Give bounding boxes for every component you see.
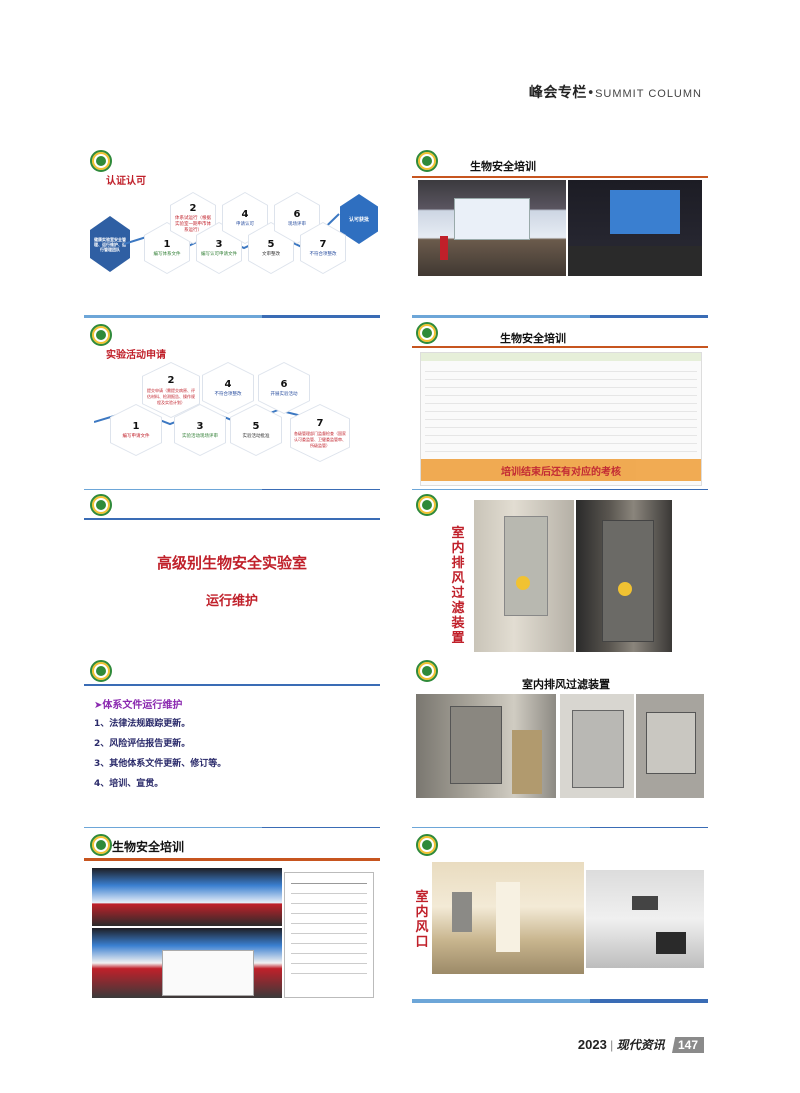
slide-system-docs: ➤体系文件运行维护 1、法律法规跟踪更新。 2、风险评估报告更新。 3、其他体系… bbox=[84, 656, 380, 831]
exhaust-cabinet-photo bbox=[560, 694, 634, 798]
start-node-label: 健康实验室安全管理、运行维护、运行管理团队 bbox=[94, 236, 126, 252]
end-node: 认可获批 bbox=[340, 194, 378, 244]
table-header-row bbox=[421, 353, 701, 361]
magazine-name: 现代资讯 bbox=[616, 1038, 665, 1052]
slide-training-exam: 生物安全培训 培训结束后还有对应的考核 bbox=[412, 318, 708, 493]
section-subtitle: 运行维护 bbox=[205, 594, 258, 609]
slide-maintenance-title: 高级别生物安全实验室 运行维护 bbox=[84, 490, 380, 665]
page-number: 147 bbox=[671, 1037, 704, 1053]
exam-banner: 培训结束后还有对应的考核 bbox=[421, 459, 701, 481]
slide-exhaust-filter-2: 室内排风过滤装置 bbox=[412, 656, 708, 831]
slide-air-outlet: 室内风口 bbox=[412, 828, 708, 1003]
projector-screen-blue bbox=[610, 190, 680, 234]
institute-logo-icon bbox=[416, 150, 438, 172]
issue-year: 2023 bbox=[577, 1037, 607, 1052]
exhaust-device-photo-2 bbox=[576, 500, 672, 652]
slide-title: 生物安全培训 bbox=[470, 160, 536, 173]
institute-logo-icon bbox=[416, 322, 438, 344]
exam-record-table: 培训结束后还有对应的考核 bbox=[420, 352, 702, 486]
projector-screen bbox=[454, 198, 530, 240]
section-title: 高级别生物安全实验室 bbox=[156, 554, 307, 572]
slide-title: 认证认可 bbox=[106, 176, 146, 187]
end-node-label: 认可获批 bbox=[348, 216, 369, 223]
header-separator: • bbox=[586, 86, 596, 101]
list-item: 3、其他体系文件更新、修订等。 bbox=[94, 759, 227, 769]
table-row bbox=[425, 429, 697, 436]
table-row bbox=[425, 421, 697, 428]
institute-logo-icon bbox=[90, 150, 112, 172]
slide-title: 室内排风过滤装置 bbox=[522, 678, 610, 691]
doorway bbox=[512, 730, 542, 794]
vertical-title: 室内风口 bbox=[415, 890, 429, 950]
slide-training-photos: 生物安全培训 bbox=[412, 144, 708, 319]
page-footer: 2023 | 现代资讯 147 bbox=[578, 1036, 704, 1053]
exhaust-device-photo-1 bbox=[474, 500, 574, 652]
ceiling-vent-photo bbox=[586, 870, 704, 968]
exhaust-wall-photo bbox=[416, 694, 556, 798]
column-name-cn: 峰会专栏 bbox=[528, 85, 587, 101]
list-item: 4、培训、宣贯。 bbox=[94, 779, 164, 789]
list-item: 1、法律法规跟踪更新。 bbox=[94, 719, 191, 729]
training-signin-form bbox=[284, 872, 374, 998]
air-vent bbox=[632, 896, 658, 910]
table-row bbox=[425, 445, 697, 452]
table-row bbox=[425, 397, 697, 404]
biohazard-icon bbox=[618, 582, 632, 596]
exhaust-panel-photo bbox=[636, 694, 704, 798]
institute-logo-icon bbox=[416, 660, 438, 682]
training-photo-2 bbox=[92, 928, 282, 998]
training-notice-sheet bbox=[162, 950, 254, 996]
table-row bbox=[425, 437, 697, 444]
biohazard-icon bbox=[516, 576, 530, 590]
vertical-title: 室内排风过滤装置 bbox=[451, 526, 465, 646]
slide-title: 生物安全培训 bbox=[112, 840, 185, 854]
slide-title: 生物安全培训 bbox=[500, 332, 566, 345]
institute-logo-icon bbox=[90, 834, 112, 856]
column-name-en: SUMMIT COLUMN bbox=[595, 88, 702, 100]
exam-banner-text: 培训结束后还有对应的考核 bbox=[501, 466, 621, 478]
list-item: 2、风险评估报告更新。 bbox=[94, 739, 191, 749]
table-row bbox=[425, 389, 697, 396]
column-header: 峰会专栏•SUMMIT COLUMN bbox=[529, 82, 702, 102]
list-heading: ➤体系文件运行维护 bbox=[94, 700, 183, 711]
table-row bbox=[425, 405, 697, 412]
institute-logo-icon bbox=[416, 834, 438, 856]
slide-exhaust-filter-1: 室内排风过滤装置 bbox=[412, 490, 708, 665]
training-room-photo bbox=[568, 180, 702, 276]
table-row bbox=[425, 365, 697, 372]
slide-title: 实验活动申请 bbox=[106, 350, 166, 361]
training-photo-1 bbox=[92, 868, 282, 926]
table-row bbox=[425, 381, 697, 388]
table-row bbox=[425, 373, 697, 380]
flag bbox=[440, 236, 448, 260]
slide-training-records: 生物安全培训 bbox=[84, 828, 380, 1003]
institute-logo-icon bbox=[90, 660, 112, 682]
institute-logo-icon bbox=[90, 324, 112, 346]
institute-logo-icon bbox=[416, 494, 438, 516]
training-hall-photo bbox=[418, 180, 566, 276]
table-row bbox=[425, 413, 697, 420]
corridor-photo bbox=[432, 862, 584, 974]
institute-logo-icon bbox=[90, 494, 112, 516]
